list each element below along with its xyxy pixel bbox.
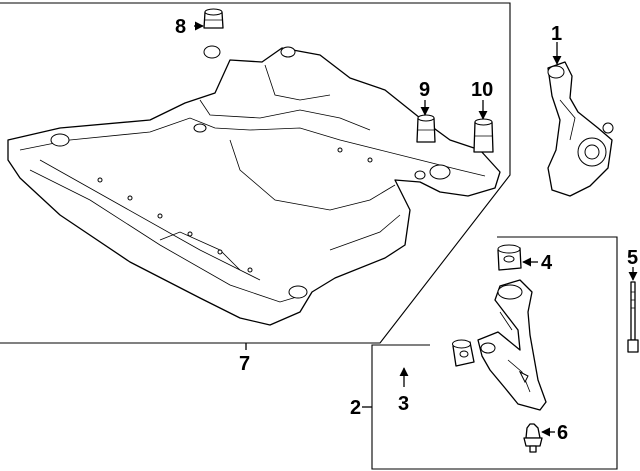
lower-control-arm-part-2 bbox=[477, 279, 547, 411]
callout-2: 2 bbox=[350, 397, 361, 419]
callout-4: 4 bbox=[541, 252, 553, 274]
steering-knuckle-part-1 bbox=[547, 61, 614, 197]
bushing-part-9 bbox=[416, 114, 436, 143]
callout-6: 6 bbox=[557, 422, 568, 444]
callout-10: 10 bbox=[471, 79, 493, 101]
callout-1: 1 bbox=[551, 23, 562, 45]
callout-3: 3 bbox=[398, 393, 409, 415]
ball-joint-part-6 bbox=[523, 423, 543, 453]
lower-arm-group-frame bbox=[371, 236, 618, 470]
lower-arm-bushing-part-4 bbox=[497, 244, 522, 271]
upper-bushing-part-8 bbox=[203, 8, 224, 29]
callout-9: 9 bbox=[419, 79, 430, 101]
callout-8: 8 bbox=[175, 16, 186, 38]
crossmember-group-frame bbox=[0, 2, 511, 344]
lower-arm-bushing-part-3 bbox=[452, 339, 475, 367]
bolt-part-5 bbox=[627, 281, 639, 353]
bushing-part-10 bbox=[473, 118, 494, 153]
callout-5: 5 bbox=[627, 247, 638, 269]
callout-7: 7 bbox=[239, 353, 250, 375]
front-crossmember bbox=[7, 45, 501, 326]
